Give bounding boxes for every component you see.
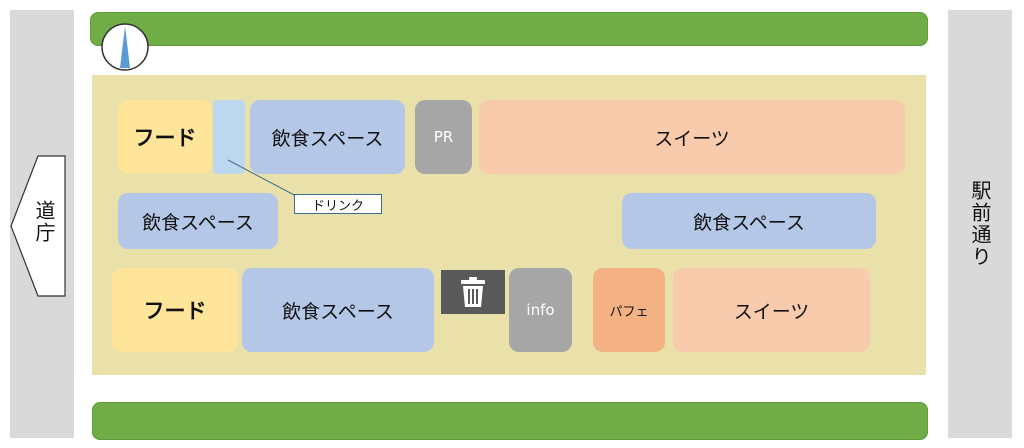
eating-space-middle-left: 飲食スペース [118, 193, 278, 249]
eating-space-bottom: 飲食スペース [242, 268, 434, 352]
sweets-area-top: スイーツ [479, 100, 905, 174]
eating-space-top: 飲食スペース [250, 100, 405, 174]
drink-area [213, 100, 245, 174]
left-road-label: 道庁 [32, 200, 56, 244]
sweets-area-bottom: スイーツ [673, 268, 870, 352]
info-booth: info [509, 268, 572, 352]
right-road [948, 10, 1012, 438]
green-strip-bottom [92, 402, 928, 440]
left-arrow-icon [10, 155, 66, 297]
drink-label: ドリンク [294, 194, 382, 214]
green-strip-top [90, 12, 928, 46]
north-arrow-icon [100, 22, 150, 72]
pr-booth: PR [415, 100, 472, 174]
parfait-booth: パフェ [593, 268, 665, 352]
trash-icon [441, 270, 505, 314]
food-area-top: フード [118, 100, 212, 174]
food-area-bottom: フード [112, 268, 238, 352]
right-road-label: 駅前通り [968, 180, 992, 268]
eating-space-middle-right: 飲食スペース [622, 193, 876, 249]
